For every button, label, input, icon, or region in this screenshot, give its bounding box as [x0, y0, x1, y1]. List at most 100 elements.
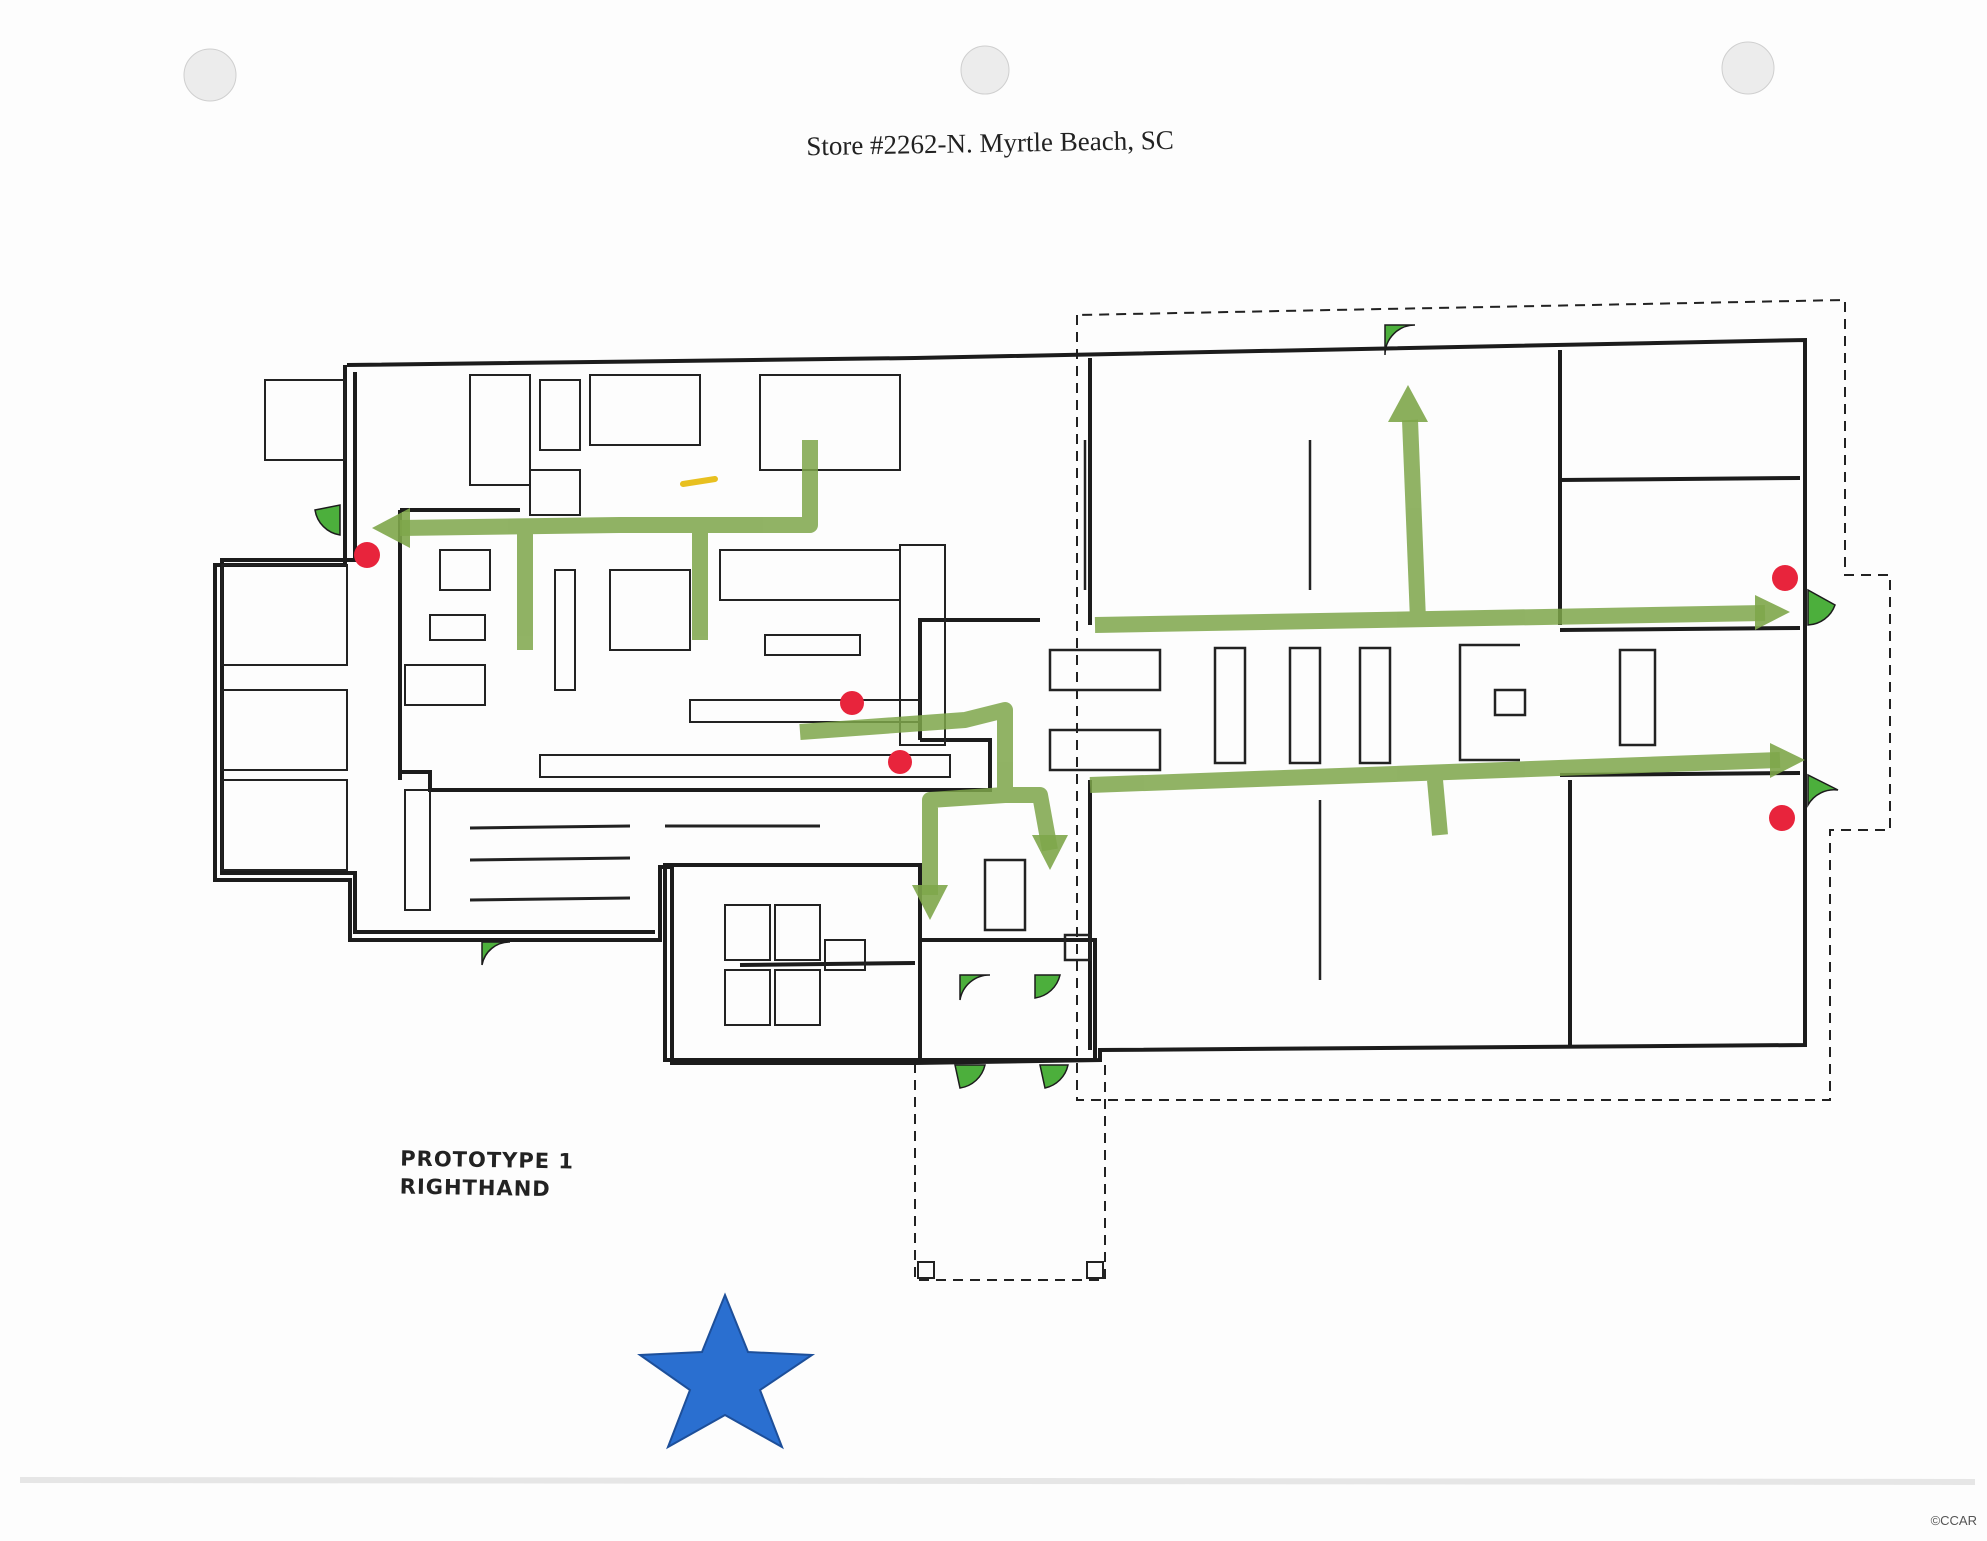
fixture [469, 374, 531, 486]
exit-route [1005, 787, 1058, 852]
fixture [764, 634, 861, 656]
fixture [529, 469, 581, 516]
stall [774, 904, 821, 961]
table [983, 858, 1027, 932]
exit-route [1094, 605, 1766, 633]
exit-route [1427, 779, 1448, 836]
fixture [554, 569, 576, 691]
fixture [689, 699, 921, 723]
arrowhead-right [1770, 743, 1805, 778]
tape-mark [960, 45, 1010, 95]
exit-door [1807, 588, 1836, 626]
table [1213, 646, 1247, 765]
exit-route [799, 702, 1013, 895]
wall-kitchen-bottom [400, 738, 992, 792]
exit-arrowheads [372, 385, 1805, 920]
fixture [589, 374, 701, 446]
exit-door [1384, 324, 1416, 356]
fixture [539, 379, 581, 451]
tape-marks [183, 41, 1775, 102]
table [1493, 688, 1527, 717]
restroom-stalls [724, 904, 866, 1026]
lane-line [469, 824, 631, 830]
wall-left-wing [213, 337, 1807, 1065]
fixture [404, 664, 486, 706]
exit-door [1807, 773, 1839, 808]
table [1618, 648, 1657, 747]
canopy-outline-entry [914, 1063, 1106, 1281]
extinguisher-dot [1769, 805, 1795, 831]
cooler-box [221, 689, 348, 771]
table [1048, 728, 1162, 772]
exit-routes [399, 419, 1781, 895]
exit-route [1089, 752, 1781, 793]
wall-booth2 [1559, 626, 1801, 632]
lane-line [469, 896, 631, 902]
canopy-outline-main [1076, 298, 1891, 1101]
fixture [264, 379, 346, 461]
arrowhead-down [1032, 835, 1068, 870]
fixture [539, 754, 951, 778]
table [1358, 646, 1392, 765]
exit-door [1039, 1064, 1069, 1089]
wall-booth [1559, 476, 1801, 482]
extinguisher-dot [888, 750, 912, 774]
extinguisher-dot [840, 691, 864, 715]
arrowhead-up [1388, 385, 1428, 422]
post [917, 1261, 935, 1279]
fixture [759, 374, 901, 471]
wall-left-inner [220, 372, 655, 934]
cooler-box [221, 779, 348, 871]
exit-door [954, 1064, 986, 1089]
stall [724, 969, 771, 1026]
cooler-box [221, 564, 348, 666]
fixture [439, 549, 491, 591]
dining-tables [983, 440, 1657, 980]
fixture [609, 569, 691, 651]
copyright-watermark: ©CCAR [1930, 1513, 1977, 1528]
exit-door [314, 504, 341, 536]
tape-mark [183, 48, 237, 102]
paper-edge [19, 1477, 1976, 1485]
exit-route [1402, 419, 1426, 621]
drive-thru-lines [469, 824, 820, 902]
blue-star [637, 1292, 816, 1450]
tape-mark [1721, 41, 1775, 95]
arrowhead-right [1755, 595, 1790, 630]
lane-line [469, 856, 631, 862]
kitchen-fixtures [221, 374, 951, 911]
wall-booth3 [1559, 771, 1801, 777]
arrowhead-left [372, 508, 410, 548]
arrowhead-down [912, 885, 948, 920]
fixture [404, 789, 431, 911]
exit-door [1034, 974, 1061, 999]
stall [724, 904, 771, 961]
prototype-line2: RIGHTHAND [399, 1174, 551, 1202]
fixture [899, 544, 946, 746]
restroom-divider [739, 961, 916, 967]
highlight-mark [680, 476, 718, 487]
exit-doors [314, 324, 1839, 1089]
prototype-line1: PROTOTYPE 1 [400, 1146, 575, 1174]
stall [774, 969, 821, 1026]
stall [824, 939, 866, 971]
exit-route [399, 440, 818, 536]
dashed-canopy-outlines [914, 298, 1891, 1281]
table [1048, 648, 1162, 692]
prototype-label: PROTOTYPE 1 RIGHTHAND [400, 1144, 575, 1203]
walls [213, 337, 1807, 1065]
fixture [719, 549, 901, 601]
exit-door [959, 974, 991, 1001]
vestibule [918, 938, 1097, 1062]
fire-extinguishers [354, 542, 1798, 831]
booth [1458, 643, 1520, 762]
table [1063, 933, 1092, 962]
canopy-posts [917, 1261, 1104, 1279]
exit-door [481, 941, 511, 966]
extinguisher-dot [1772, 565, 1798, 591]
table [1288, 646, 1322, 765]
extinguisher-dot [354, 542, 380, 568]
fixture [429, 614, 486, 641]
